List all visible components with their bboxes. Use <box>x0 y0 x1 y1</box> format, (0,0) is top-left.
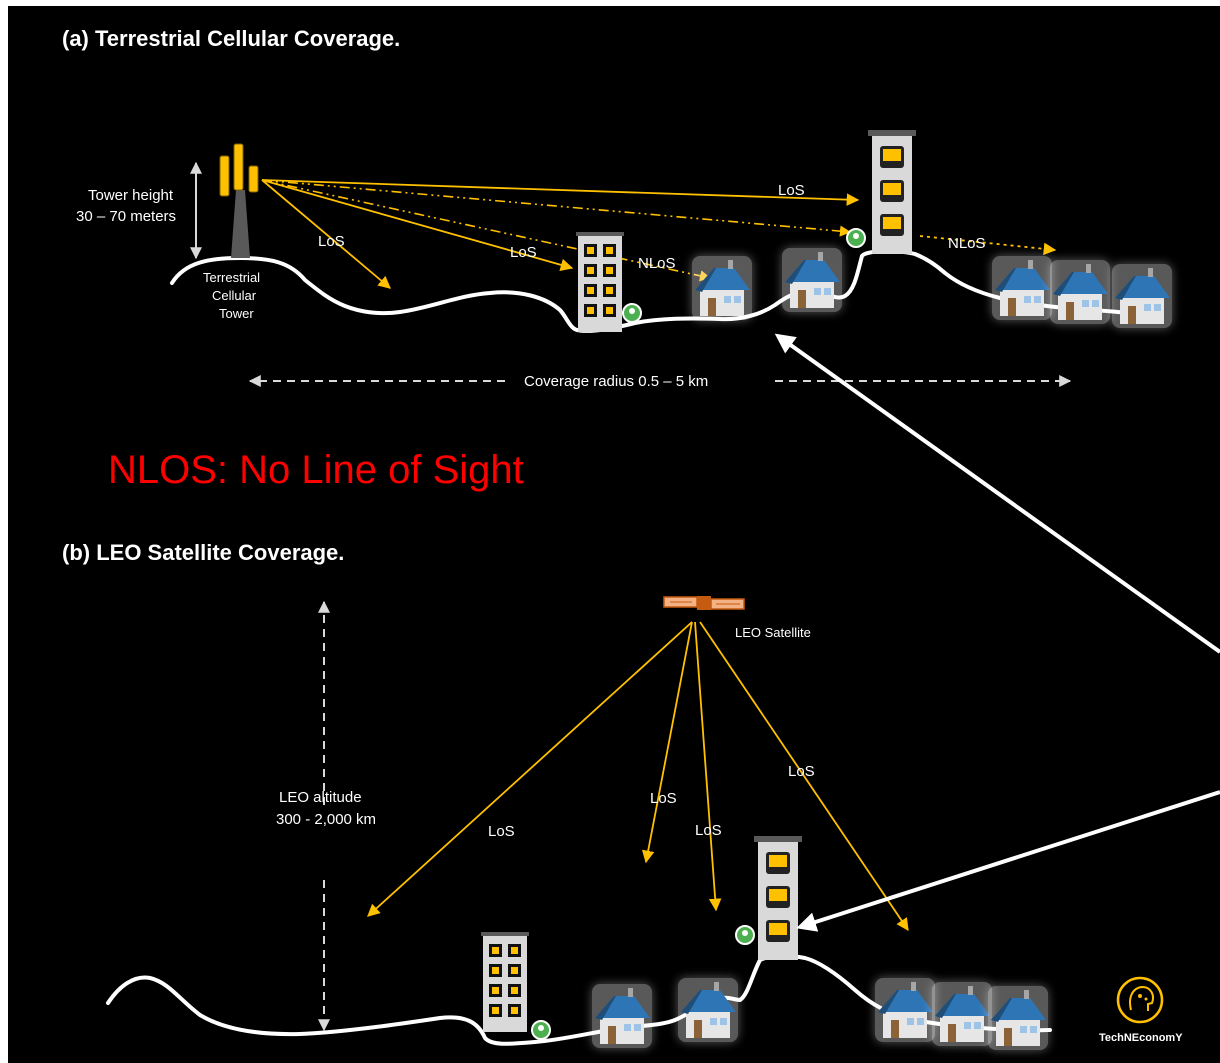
apartment-block-b <box>481 932 529 1032</box>
receiver-icon <box>622 303 642 323</box>
los-label-2: LoS <box>510 244 537 261</box>
los-label-1: LoS <box>318 233 345 250</box>
los-ray-ground-b <box>367 621 693 917</box>
tower-height-range: 30 – 70 meters <box>76 208 176 225</box>
cell-tower <box>219 143 259 258</box>
receiver-icon <box>531 1020 551 1040</box>
diagram-panel <box>8 6 1220 1063</box>
los-ray-block <box>261 179 574 271</box>
nlos-ray-house <box>261 179 712 282</box>
nlos-label-2: NLoS <box>948 235 986 252</box>
los-label-b2: LoS <box>650 790 677 807</box>
house-icon <box>988 986 1048 1050</box>
house-icon <box>932 982 992 1046</box>
pointer-arrow-to-house <box>774 333 1220 654</box>
tower-height-label: Tower height <box>88 187 174 204</box>
house-icon <box>678 978 738 1042</box>
nlos-ray-receiver <box>261 179 852 237</box>
house-icon <box>1112 264 1172 328</box>
brand-logo <box>1116 976 1164 1024</box>
receiver-icon <box>846 228 866 248</box>
los-ray-tall-building <box>261 179 860 206</box>
apartment-block-a <box>576 232 624 332</box>
los-label-b1: LoS <box>488 823 515 840</box>
los-label-b4: LoS <box>788 763 815 780</box>
house-icon <box>782 248 842 312</box>
tall-building-b <box>754 836 802 960</box>
coverage-radius-label: Coverage radius 0.5 – 5 km <box>524 373 708 390</box>
house-icon <box>992 256 1052 320</box>
tower-caption-line1: Terrestrial <box>203 270 260 285</box>
altitude-range: 300 - 2,000 km <box>276 811 376 828</box>
los-ray-village-b <box>699 621 909 932</box>
nlos-label-1: NLoS <box>638 255 676 272</box>
house-icon <box>592 984 652 1048</box>
house-icon <box>875 978 935 1042</box>
los-label-3: LoS <box>778 182 805 199</box>
logo-brand-text: TechNEconomY <box>1099 1032 1183 1044</box>
tower-caption-line3: Tower <box>219 306 254 321</box>
los-ray-house-b <box>641 621 693 864</box>
los-ray-house-b2 <box>694 621 722 912</box>
los-ray-ground <box>261 179 391 289</box>
los-label-b3: LoS <box>695 822 722 839</box>
tower-caption-line2: Cellular <box>212 288 257 303</box>
panel-a-heading: (a) Terrestrial Cellular Coverage. <box>62 26 400 51</box>
tall-building-a <box>868 130 916 254</box>
altitude-label: LEO altitude <box>279 789 362 806</box>
terrain-line-b <box>106 953 1052 1046</box>
receiver-icon <box>735 925 755 945</box>
panel-b-heading: (b) LEO Satellite Coverage. <box>62 540 344 565</box>
nlos-definition: NLOS: No Line of Sight <box>108 448 524 492</box>
house-icon <box>1050 260 1110 324</box>
pointer-arrow-to-building <box>796 790 1220 932</box>
nlos-ray-village <box>919 235 1057 256</box>
house-icon <box>692 256 752 320</box>
satellite-label: LEO Satellite <box>735 625 811 640</box>
satellite-icon <box>663 596 745 610</box>
